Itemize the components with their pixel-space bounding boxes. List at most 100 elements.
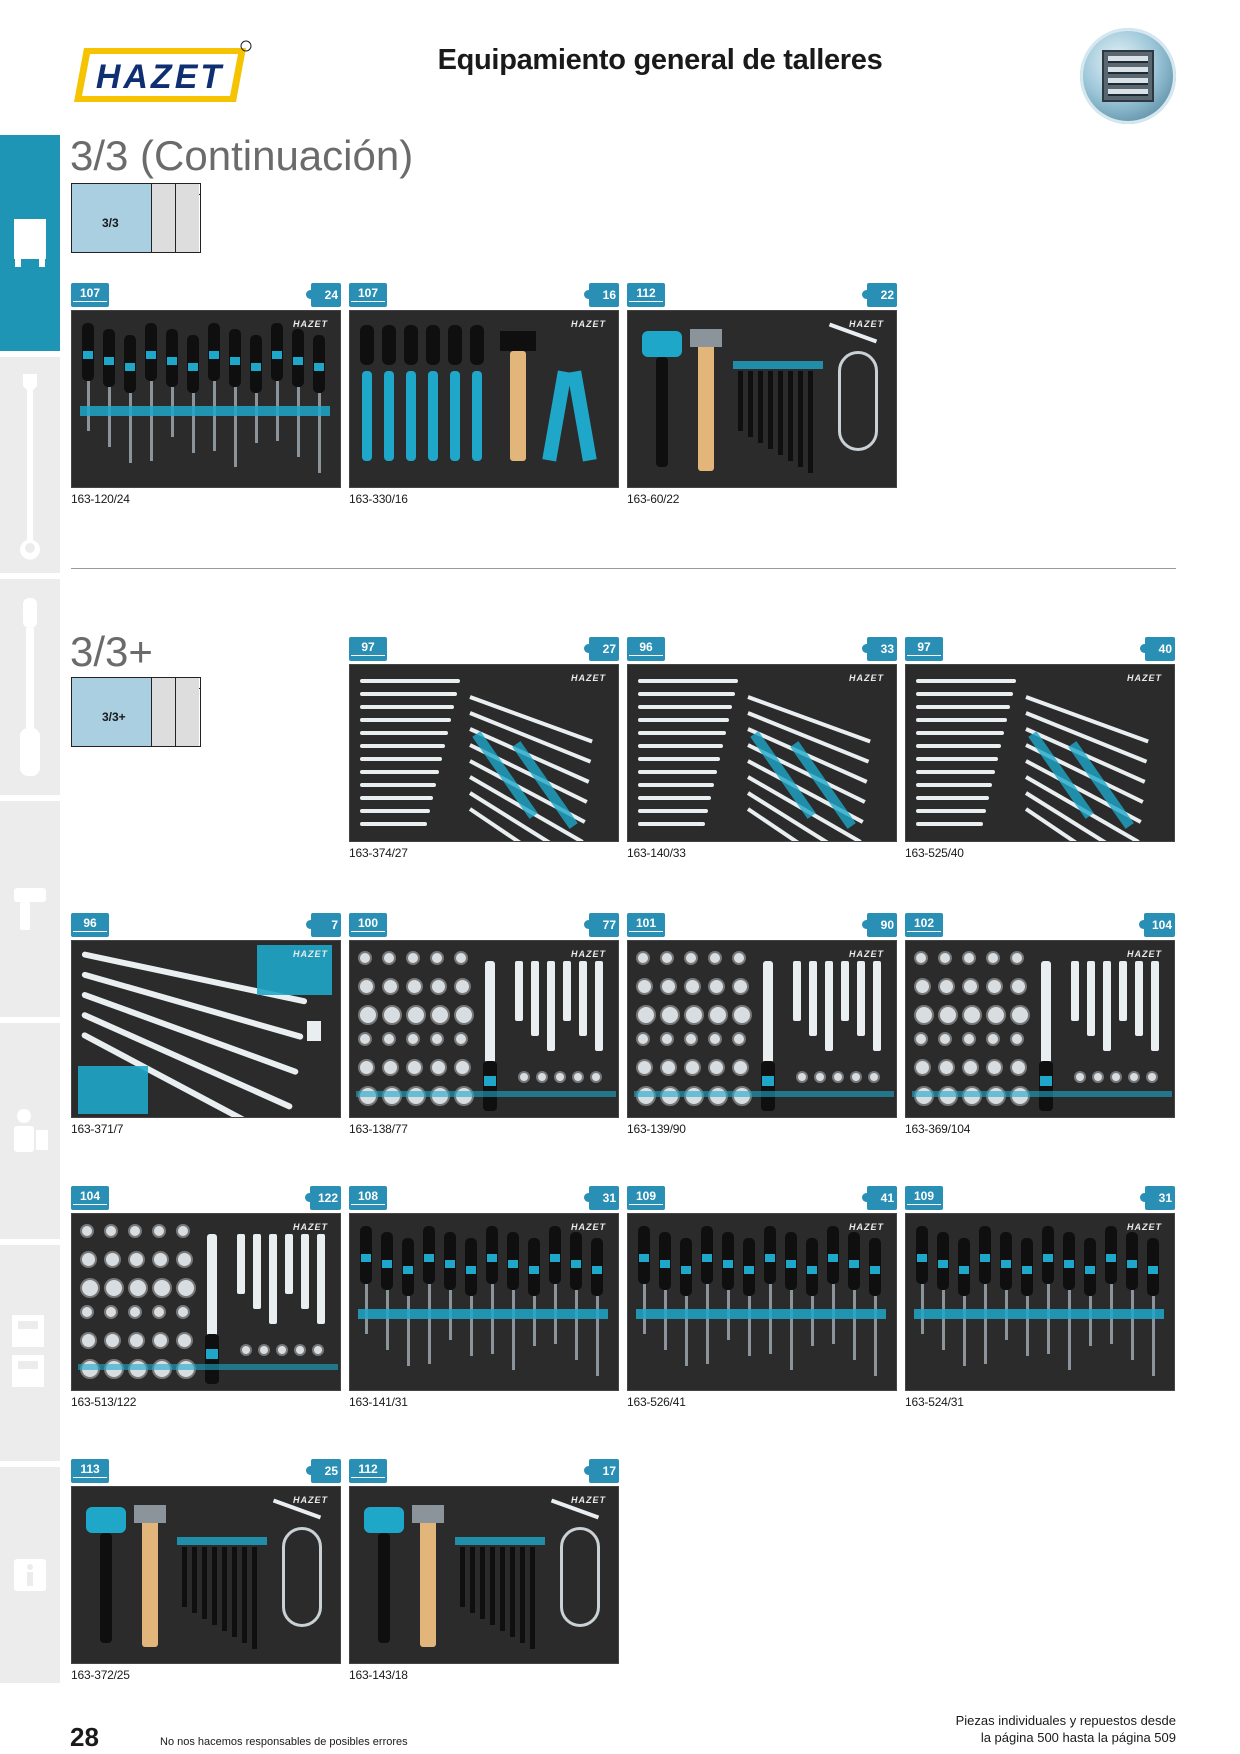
tool-shape	[563, 961, 571, 1021]
page-reference-badge[interactable]: 108	[349, 1186, 387, 1210]
page-reference-badge[interactable]: 104	[71, 1186, 109, 1210]
tool-shape	[230, 357, 240, 365]
tool-shape	[748, 371, 753, 437]
sidebar-tab-air-tools[interactable]	[0, 801, 60, 1017]
socket-shape	[176, 1332, 193, 1349]
spec-table-3-3-plus: 3/3+	[71, 677, 201, 747]
page-reference-badge[interactable]: 112	[349, 1459, 387, 1483]
tool-shape	[252, 1547, 257, 1649]
tool-shape	[360, 744, 445, 748]
tool-shape	[769, 1284, 772, 1354]
socket-shape	[176, 1251, 193, 1268]
tool-shape	[490, 1547, 495, 1625]
socket-shape	[914, 1032, 928, 1046]
tool-shape	[592, 1266, 602, 1274]
tool-shape	[255, 393, 258, 443]
socket-shape	[382, 951, 396, 965]
tool-shape	[472, 371, 482, 461]
product-sku: 163-374/27	[349, 846, 408, 860]
page-reference-badge[interactable]: 96	[71, 913, 109, 937]
page-reference-badge[interactable]: 97	[349, 637, 387, 661]
sidebar-tab-vehicle[interactable]	[0, 1245, 60, 1461]
page-reference-badge[interactable]: 113	[71, 1459, 109, 1483]
socket-shape	[104, 1332, 121, 1349]
socket-shape	[962, 1005, 982, 1025]
tool-shape	[384, 371, 394, 461]
sidebar-tab-torque[interactable]	[0, 579, 60, 795]
socket-shape	[128, 1224, 142, 1238]
tool-shape	[841, 961, 849, 1021]
page-reference-badge[interactable]: 112	[627, 283, 665, 307]
tool-shape	[512, 1290, 515, 1370]
sidebar-tab-info[interactable]	[0, 1467, 60, 1683]
piece-count-badge: 40	[1140, 637, 1175, 661]
socket-shape	[80, 1305, 94, 1319]
page-reference-badge[interactable]: 109	[627, 1186, 665, 1210]
socket-shape	[406, 1032, 420, 1046]
tool-shape	[853, 1290, 856, 1360]
product-tray-image: HAZET	[627, 1213, 897, 1391]
piece-count-badge: 25	[306, 1459, 341, 1483]
socket-shape	[938, 1059, 955, 1076]
tool-shape	[253, 1234, 261, 1309]
tool-shape	[386, 1290, 389, 1350]
tool-shape	[485, 961, 495, 1071]
tool-shape	[362, 371, 372, 461]
tool-shape	[980, 1254, 990, 1262]
page-reference-badge[interactable]: 96	[627, 637, 665, 661]
socket-shape	[708, 1059, 725, 1076]
tool-shape	[1131, 1290, 1134, 1360]
tool-shape	[685, 1296, 688, 1366]
tool-shape	[407, 1296, 410, 1366]
socket-shape	[382, 1059, 399, 1076]
page-reference-badge[interactable]: 101	[627, 913, 665, 937]
tool-shape	[1043, 1254, 1053, 1262]
tool-shape	[360, 757, 442, 761]
tool-shape	[917, 1254, 927, 1262]
socket-shape	[814, 1071, 826, 1083]
tool-shape	[656, 357, 668, 467]
page-reference-badge[interactable]: 109	[905, 1186, 943, 1210]
sidebar-tab-cabinets[interactable]	[0, 135, 60, 351]
tool-shape	[412, 1505, 444, 1523]
socket-shape	[554, 1071, 566, 1083]
socket-shape	[938, 1032, 952, 1046]
tool-shape	[508, 1260, 518, 1268]
socket-shape	[986, 1059, 1003, 1076]
tool-shape	[1022, 1266, 1032, 1274]
page-reference-badge[interactable]: 97	[905, 637, 943, 661]
socket-shape	[1010, 1005, 1030, 1025]
page-reference-badge[interactable]: 102	[905, 913, 943, 937]
tool-shape	[959, 1266, 969, 1274]
page-reference-badge[interactable]: 107	[349, 283, 387, 307]
sidebar-tab-wrenches[interactable]	[0, 357, 60, 573]
socket-shape	[128, 1305, 142, 1319]
tool-shape	[318, 393, 321, 473]
tool-shape	[916, 809, 986, 813]
socket-shape	[636, 1032, 650, 1046]
tool-shape	[916, 679, 1016, 683]
page-reference-badge[interactable]: 100	[349, 913, 387, 937]
tool-shape	[360, 718, 451, 722]
tool-shape	[142, 1517, 158, 1647]
page-number: 28	[70, 1722, 99, 1752]
tool-shape	[1040, 1076, 1052, 1086]
sidebar-tab-service[interactable]	[0, 1023, 60, 1239]
page-reference-badge[interactable]: 107	[71, 283, 109, 307]
